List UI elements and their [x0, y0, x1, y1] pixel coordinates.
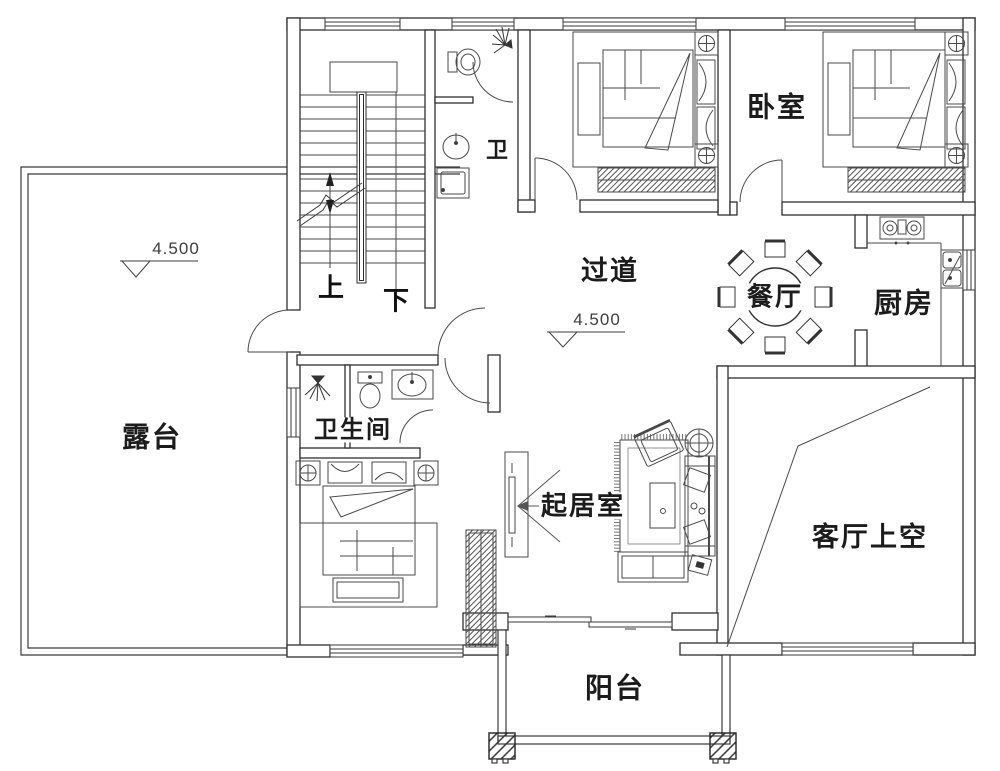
radiator-hatch — [465, 529, 497, 648]
walls — [286, 17, 976, 658]
door-upper-bath — [472, 61, 514, 103]
toilet-icon — [447, 48, 481, 76]
coffee-table — [649, 482, 676, 529]
nightstand-lamp-icon — [295, 460, 321, 486]
sink-icon — [391, 369, 434, 400]
bedroom-3-furniture — [295, 460, 439, 608]
pillow — [696, 106, 716, 150]
stair-up-label: 上 — [317, 272, 345, 303]
bedroom-2-furniture — [822, 31, 969, 193]
pillow — [946, 106, 966, 150]
dining-chair — [717, 286, 736, 308]
terrace-boundary — [20, 166, 508, 656]
shower-icon — [304, 375, 331, 402]
door-corridor-side — [437, 307, 486, 356]
window-bottom-bedroom — [329, 644, 464, 658]
room-label-living-void: 客厅上空 — [810, 521, 930, 552]
room-label-bedroom: 卧室 — [744, 91, 810, 123]
bathroom-fixtures — [304, 369, 434, 409]
pillow — [696, 59, 716, 105]
dining-chair — [764, 336, 786, 355]
tv-leader-lines — [516, 469, 561, 543]
dining-chair — [814, 286, 833, 308]
upper-bath-fixtures — [436, 26, 513, 199]
door-bathroom-inner — [399, 409, 434, 444]
windows — [286, 17, 976, 658]
stairs — [296, 61, 425, 290]
shower-tray-icon — [436, 167, 470, 199]
tv-console — [504, 451, 529, 558]
nightstand-lamp-icon — [944, 143, 969, 168]
armchair — [633, 419, 684, 467]
window-top-3 — [562, 17, 697, 31]
doors — [247, 61, 783, 630]
stair-handrail — [356, 91, 367, 284]
room-label-living: 起居室 — [538, 490, 628, 521]
pillow — [946, 59, 966, 105]
dining-chair — [795, 249, 823, 277]
loveseat — [617, 551, 689, 583]
dining-chair — [727, 317, 755, 345]
room-label-kitchen: 厨房 — [871, 287, 937, 319]
dining-set — [717, 239, 833, 355]
end-table — [687, 554, 713, 576]
toilet-icon — [357, 371, 383, 409]
stair-arrows — [326, 172, 334, 214]
elevation-value-corridor: 4.500 — [573, 310, 621, 329]
elevation-marker-corridor — [547, 331, 625, 348]
column — [709, 732, 737, 764]
nightstand-lamp-icon — [694, 31, 719, 56]
pillow — [327, 461, 363, 484]
pillow — [371, 461, 407, 484]
stove-icon — [879, 216, 925, 245]
sink-icon — [442, 133, 470, 160]
window-right-kitchen — [962, 249, 976, 291]
window-west-bathroom — [286, 387, 301, 438]
door-terrace — [247, 309, 291, 353]
dining-chair — [764, 239, 786, 258]
room-label-balcony: 阳台 — [582, 672, 648, 704]
elevation-marker-terrace — [120, 260, 198, 278]
kitchen-sink-icon — [940, 249, 964, 289]
room-label-bathroom: 卫生间 — [312, 416, 394, 444]
side-table-round — [684, 428, 714, 458]
window-top-1 — [324, 17, 401, 31]
window-seat-hatch — [597, 167, 716, 193]
column — [488, 732, 516, 764]
window-seat-hatch — [847, 167, 966, 193]
room-label-corridor: 过道 — [579, 255, 641, 286]
door-bedroom-1 — [534, 157, 578, 201]
dining-chair — [727, 249, 755, 277]
bed-bench — [332, 577, 404, 603]
nightstand-lamp-icon — [413, 460, 439, 486]
sofa — [682, 455, 716, 557]
bedroom-1-furniture — [572, 31, 719, 193]
stair-down-label: 下 — [382, 285, 410, 316]
void-slope-line — [726, 386, 931, 648]
room-label-terrace: 露台 — [119, 421, 185, 453]
window-top-2 — [451, 17, 515, 31]
sliding-door-balcony — [507, 615, 673, 630]
balcony-structure — [488, 629, 737, 764]
room-label-dining: 餐厅 — [744, 281, 806, 312]
kitchen-fixtures — [867, 216, 964, 366]
dining-chair — [795, 317, 823, 345]
nightstand-lamp-icon — [944, 31, 969, 56]
elevation-value-terrace: 4.500 — [152, 239, 200, 258]
window-top-4 — [784, 17, 916, 31]
door-bathroom-vestibule — [444, 357, 491, 404]
window-void-bottom — [781, 642, 914, 656]
door-bedroom-2 — [739, 159, 783, 203]
room-label-bath-upper: 卫 — [483, 137, 513, 163]
ceiling-light-icon — [491, 26, 513, 54]
stair-direction-lines — [329, 92, 397, 290]
nightstand-lamp-icon — [694, 143, 719, 168]
